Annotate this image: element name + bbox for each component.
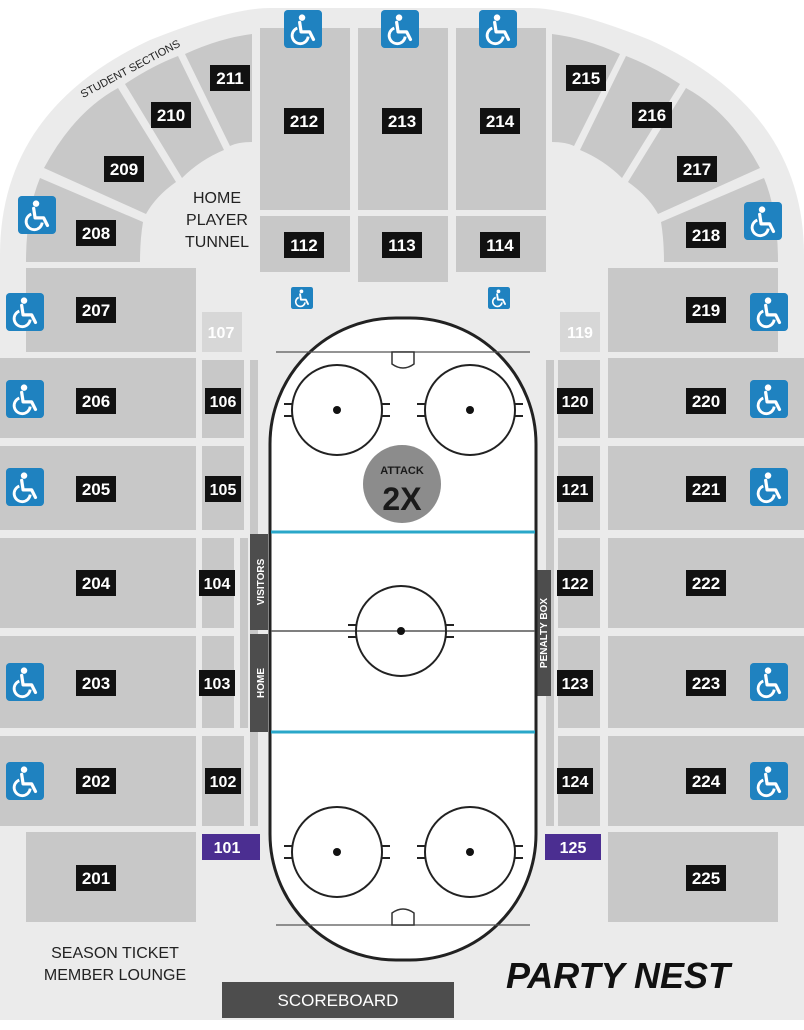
- tunnel-label-3: TUNNEL: [185, 234, 249, 251]
- wheelchair-icon: [6, 468, 44, 506]
- attack-2x-badge: ATTACK 2X: [363, 445, 441, 523]
- label-205: 205: [82, 480, 110, 499]
- attack-multiplier: 2X: [382, 481, 422, 517]
- ice-rink: [268, 316, 538, 962]
- faceoff-circle-sw: [284, 806, 390, 898]
- label-104: 104: [204, 576, 231, 593]
- attack-label: ATTACK: [380, 465, 424, 477]
- label-119: 119: [567, 325, 593, 342]
- label-123: 123: [562, 676, 589, 693]
- penalty-box-label: PENALTY BOX: [539, 598, 550, 669]
- label-203: 203: [82, 674, 110, 693]
- label-122: 122: [562, 576, 589, 593]
- scoreboard-label: SCOREBOARD: [278, 991, 399, 1010]
- section-216[interactable]: [580, 56, 680, 178]
- label-224: 224: [692, 772, 721, 791]
- aisle-west-bench: [240, 538, 248, 728]
- label-221: 221: [692, 480, 720, 499]
- lounge-label-2: MEMBER LOUNGE: [44, 967, 186, 984]
- wheelchair-icon: [479, 10, 517, 48]
- wheelchair-icon: [6, 762, 44, 800]
- label-225: 225: [692, 869, 720, 888]
- label-217: 217: [683, 160, 711, 179]
- wheelchair-icon: [6, 293, 44, 331]
- section-209[interactable]: [44, 88, 176, 214]
- wheelchair-icon: [750, 663, 788, 701]
- label-102: 102: [210, 774, 237, 791]
- wheelchair-icon: [6, 663, 44, 701]
- label-208: 208: [82, 224, 110, 243]
- section-107[interactable]: [202, 312, 242, 352]
- wheelchair-icon: [744, 202, 782, 240]
- label-105: 105: [210, 482, 237, 499]
- section-labels: 209 210 211 212 213 214 215 216 217 208 …: [76, 65, 726, 891]
- faceoff-circle-nw: [284, 364, 390, 456]
- party-nest-label: PARTY NEST: [506, 955, 733, 996]
- faceoff-circle-center: [348, 585, 454, 677]
- label-124: 124: [562, 774, 589, 791]
- section-125[interactable]: [545, 834, 601, 860]
- label-206: 206: [82, 392, 110, 411]
- tunnel-label-1: HOME: [193, 190, 241, 207]
- wheelchair-icon: [750, 380, 788, 418]
- label-214: 214: [486, 112, 515, 131]
- wheelchair-icon: [750, 293, 788, 331]
- label-114: 114: [486, 236, 514, 255]
- section-101[interactable]: [202, 834, 260, 860]
- section-217[interactable]: [628, 88, 760, 214]
- label-113: 113: [388, 236, 415, 255]
- label-121: 121: [562, 482, 589, 499]
- label-210: 210: [157, 106, 185, 125]
- label-202: 202: [82, 772, 110, 791]
- label-223: 223: [692, 674, 720, 693]
- label-222: 222: [692, 574, 720, 593]
- visitors-bench[interactable]: [250, 534, 268, 630]
- wheelchair-icon: [291, 287, 313, 309]
- label-103: 103: [204, 676, 231, 693]
- wheelchair-icon: [750, 762, 788, 800]
- label-120: 120: [562, 394, 589, 411]
- wheelchair-icon: [381, 10, 419, 48]
- lounge-label-1: SEASON TICKET: [51, 945, 179, 962]
- wheelchair-icon: [284, 10, 322, 48]
- faceoff-circle-se: [417, 806, 523, 898]
- home-bench[interactable]: [250, 634, 268, 732]
- scoreboard: [222, 982, 454, 1018]
- wheelchair-icon: [6, 380, 44, 418]
- label-218: 218: [692, 226, 720, 245]
- label-213: 213: [388, 112, 416, 131]
- label-215: 215: [572, 69, 600, 88]
- label-209: 209: [110, 160, 138, 179]
- label-220: 220: [692, 392, 720, 411]
- label-106: 106: [210, 394, 237, 411]
- label-204: 204: [82, 574, 111, 593]
- label-211: 211: [216, 69, 243, 88]
- penalty-box[interactable]: [535, 570, 551, 696]
- label-201: 201: [82, 869, 110, 888]
- label-107: 107: [208, 325, 235, 342]
- label-101: 101: [214, 840, 241, 857]
- label-216: 216: [638, 106, 666, 125]
- home-bench-label: HOME: [256, 668, 267, 698]
- visitors-bench-label: VISITORS: [256, 558, 267, 605]
- label-219: 219: [692, 301, 720, 320]
- wheelchair-icon: [488, 287, 510, 309]
- faceoff-circle-ne: [417, 364, 523, 456]
- label-125: 125: [560, 840, 587, 857]
- label-212: 212: [290, 112, 318, 131]
- label-207: 207: [82, 301, 110, 320]
- tunnel-label-2: PLAYER: [186, 212, 248, 229]
- wheelchair-icon: [18, 196, 56, 234]
- label-112: 112: [290, 236, 317, 255]
- section-119[interactable]: [560, 312, 600, 352]
- wheelchair-icon: [750, 468, 788, 506]
